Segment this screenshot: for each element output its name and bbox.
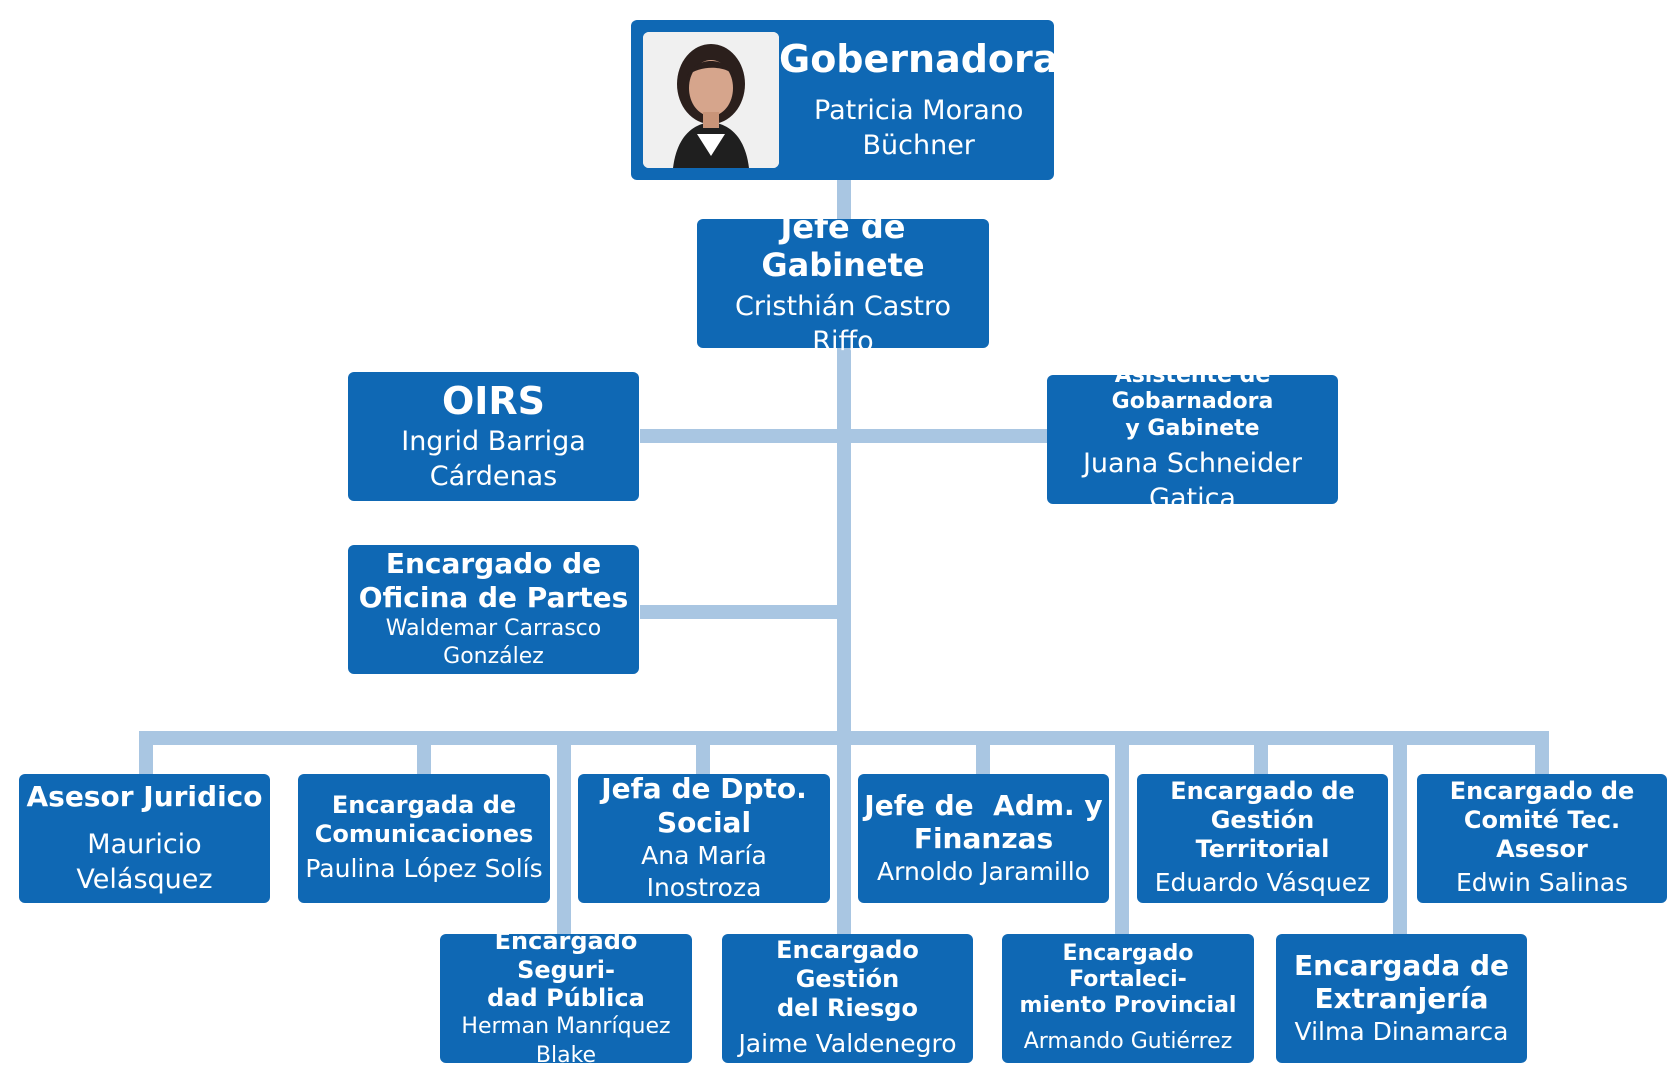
gestion-riesgo-title-line1: Encargado Gestión xyxy=(776,936,919,993)
jefe-gabinete-name-line1: Cristhián Castro xyxy=(734,290,952,322)
node-comite-tec[interactable]: Encargado de Comité Tec. Asesor Edwin Sa… xyxy=(1417,774,1667,903)
oirs-name-line1: Ingrid Barriga xyxy=(401,426,586,458)
comunicaciones-name: Paulina López Solís xyxy=(305,854,543,884)
node-jefe-gabinete[interactable]: Jefe de Gabinete Cristhián Castro Riffo xyxy=(697,208,989,357)
adm-finanzas-name: Arnoldo Jaramillo xyxy=(877,856,1090,886)
connector-fortalecimiento xyxy=(1115,731,1129,934)
seguridad-publica-title-line2: dad Pública xyxy=(487,984,645,1013)
node-fortalecimiento[interactable]: Encargado Fortaleci- miento Provincial A… xyxy=(1002,934,1254,1063)
oirs-name-line2: Cárdenas xyxy=(429,461,558,493)
adm-finanzas-title-line2: Finanzas xyxy=(913,822,1054,856)
seguridad-publica-name-line2: Blake xyxy=(535,1042,597,1068)
connector-asesor-juridico xyxy=(139,731,153,774)
gestion-riesgo-name: Jaime Valdenegro xyxy=(738,1029,957,1059)
gestion-riesgo-title-line2: del Riesgo xyxy=(777,993,918,1022)
node-asistente[interactable]: Asistente de Gobarnadora y Gabinete Juan… xyxy=(1047,363,1338,514)
asesor-juridico-title: Asesor Juridico xyxy=(26,779,263,813)
adm-finanzas-title-line1: Jefe de Adm. y xyxy=(864,788,1103,822)
asistente-title-line1: Asistente de Gobarnadora xyxy=(1111,362,1274,415)
connector-adm-finanzas xyxy=(976,731,990,774)
node-seguridad-publica[interactable]: Encargado Seguri- dad Pública Herman Man… xyxy=(440,927,692,1068)
connector-comunicaciones xyxy=(417,731,431,774)
dpto-social-title-line1: Jefa de Dpto. xyxy=(601,772,807,806)
gestion-territorial-title-line2: Gestión Territorial xyxy=(1195,805,1330,863)
extranjeria-title-line1: Encargada de xyxy=(1293,948,1510,982)
connector-oirs-asistente xyxy=(640,429,1048,443)
node-gestion-territorial[interactable]: Encargado de Gestión Territorial Eduardo… xyxy=(1137,774,1388,903)
asistente-title-line2: y Gabinete xyxy=(1125,415,1260,441)
node-oirs[interactable]: OIRS Ingrid Barriga Cárdenas xyxy=(348,372,639,501)
extranjeria-title-line2: Extranjería xyxy=(1314,982,1489,1016)
portrait-image xyxy=(643,32,779,168)
comunicaciones-title-line1: Encargada de xyxy=(331,791,517,820)
node-adm-finanzas[interactable]: Jefe de Adm. y Finanzas Arnoldo Jaramill… xyxy=(858,774,1109,903)
dpto-social-name: Ana María Inostroza xyxy=(641,840,767,903)
gestion-territorial-name: Eduardo Vásquez xyxy=(1154,868,1371,898)
seguridad-publica-name-line1: Herman Manríquez xyxy=(461,1014,671,1040)
gobernadora-name-line1: Patricia Morano xyxy=(814,94,1024,126)
oficina-partes-name-line2: González xyxy=(443,644,544,670)
fortalecimiento-name: Armando Gutiérrez xyxy=(1023,1028,1233,1054)
oficina-partes-name-line1: Waldemar Carrasco xyxy=(385,615,602,641)
node-comunicaciones[interactable]: Encargada de Comunicaciones Paulina Lópe… xyxy=(298,774,550,903)
asesor-juridico-name: Mauricio Velásquez xyxy=(76,829,213,896)
node-asesor-juridico[interactable]: Asesor Juridico Mauricio Velásquez xyxy=(19,774,270,903)
jefe-gabinete-title: Jefe de Gabinete xyxy=(761,208,925,285)
connector-dpto-social xyxy=(696,731,710,774)
node-gobernadora[interactable]: Gobernadora Patricia Morano Büchner xyxy=(631,20,1058,180)
connector-seguridad-publica xyxy=(557,731,571,934)
node-dpto-social[interactable]: Jefa de Dpto. Social Ana María Inostroza xyxy=(578,772,830,903)
gobernadora-title: Gobernadora xyxy=(779,37,1059,82)
fortalecimiento-title-line2: miento Provincial xyxy=(1019,993,1237,1019)
jefe-gabinete-name-line2: Riffo xyxy=(812,325,874,357)
connector-comite-tec xyxy=(1535,731,1549,774)
connector-bottom-bus xyxy=(139,731,1549,745)
node-oficina-partes[interactable]: Encargado de Oficina de Partes Waldemar … xyxy=(348,545,639,674)
node-gestion-riesgo[interactable]: Encargado Gestión del Riesgo Jaime Valde… xyxy=(722,934,973,1063)
asistente-name: Juana Schneider Gatica xyxy=(1082,448,1303,515)
oirs-title: OIRS xyxy=(441,378,546,423)
comite-tec-title-line1: Encargado de xyxy=(1449,777,1635,806)
comite-tec-title-line2: Comité Tec. Asesor xyxy=(1463,805,1621,863)
comunicaciones-title-line2: Comunicaciones xyxy=(314,820,534,849)
connector-extranjeria xyxy=(1393,731,1407,934)
connector-gestion-territorial xyxy=(1254,731,1268,774)
extranjeria-name: Vilma Dinamarca xyxy=(1294,1016,1509,1046)
comite-tec-name: Edwin Salinas xyxy=(1455,868,1629,898)
dpto-social-title-line2: Social xyxy=(656,806,752,839)
gestion-territorial-title-line1: Encargado de xyxy=(1170,777,1355,806)
gobernadora-name-line2: Büchner xyxy=(862,129,975,161)
portrait-photo xyxy=(643,32,779,168)
fortalecimiento-title-line1: Encargado Fortaleci- xyxy=(1062,940,1194,992)
oficina-partes-title-line2: Oficina de Partes xyxy=(358,580,629,614)
seguridad-publica-title-line1: Encargado Seguri- xyxy=(494,926,638,984)
connector-trunk xyxy=(837,180,851,934)
connector-oficina-partes xyxy=(640,605,851,619)
oficina-partes-title-line1: Encargado de xyxy=(385,547,602,581)
node-extranjeria[interactable]: Encargada de Extranjería Vilma Dinamarca xyxy=(1276,934,1527,1063)
